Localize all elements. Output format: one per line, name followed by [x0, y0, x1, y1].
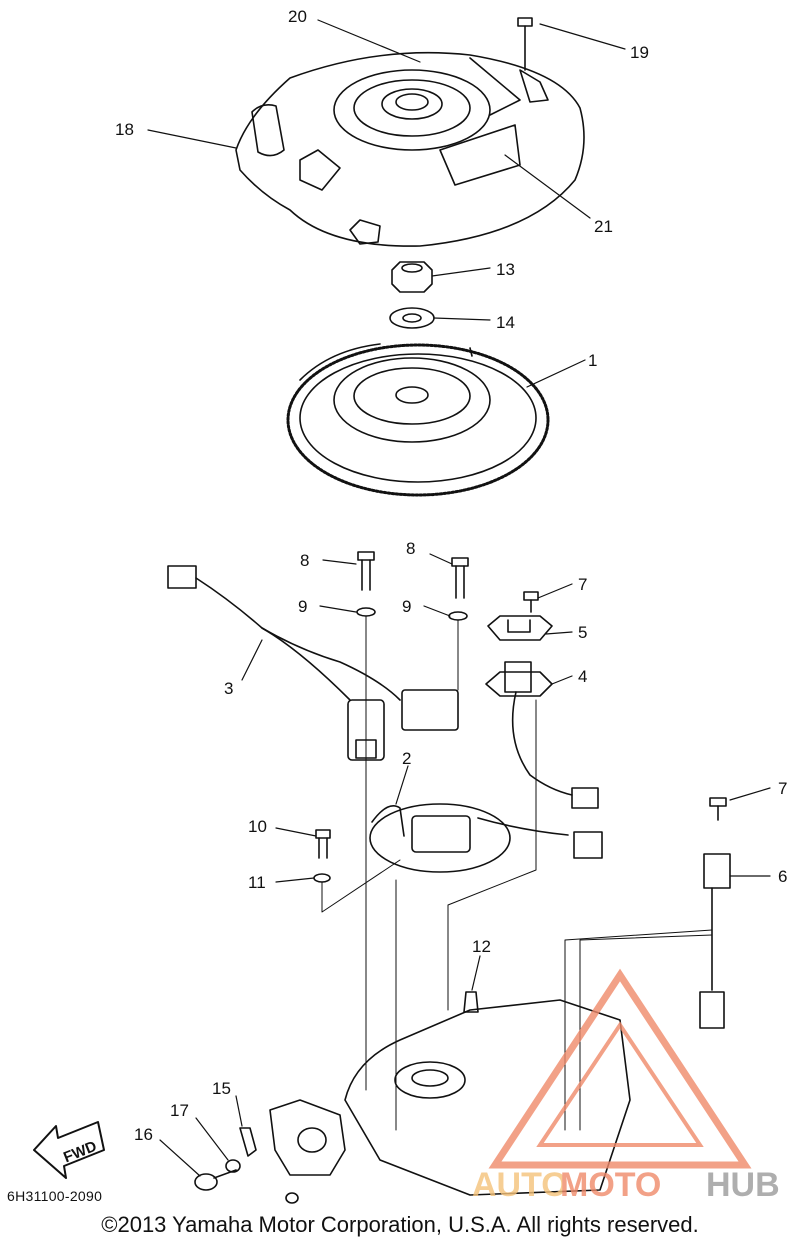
callout-15: 15	[212, 1079, 231, 1098]
flywheel-1	[286, 343, 550, 497]
flywheel-cover	[235, 51, 585, 247]
callout-19: 19	[630, 43, 649, 62]
diagram-part-code: 6H31100-2090	[7, 1188, 103, 1204]
crankcase	[269, 999, 631, 1204]
screw-7b	[709, 797, 727, 821]
washer-9b	[448, 611, 468, 621]
callout-17: 17	[170, 1101, 189, 1120]
watermark-text-hub: HUB	[706, 1166, 780, 1204]
callout-2: 2	[402, 749, 411, 768]
bolt-8b	[451, 557, 469, 599]
screw-19	[517, 17, 533, 71]
watermark-text-auto: AUTO	[472, 1166, 568, 1204]
washer-17	[225, 1159, 241, 1173]
callout-14: 14	[496, 313, 515, 332]
screw-7a	[523, 591, 539, 613]
watermark-text-moto: MOTO	[560, 1166, 661, 1204]
nut-13	[391, 261, 433, 293]
fwd-arrow-icon	[33, 1121, 105, 1179]
callout-12: 12	[472, 937, 491, 956]
callout-6: 6	[778, 867, 787, 886]
assembly-guide-lines	[321, 615, 713, 1131]
fwd-label: FWD	[61, 1138, 99, 1167]
callout-13: 13	[496, 260, 515, 279]
callout-leaders	[147, 19, 771, 1177]
callout-21: 21	[594, 217, 613, 236]
bracket-5	[487, 615, 553, 641]
washer-11	[313, 873, 331, 883]
callout-11: 11	[248, 873, 266, 892]
charge-coil-2	[369, 803, 603, 873]
bolt-16	[194, 1169, 237, 1191]
callout-10: 10	[248, 817, 267, 836]
bolt-8a	[357, 551, 375, 591]
copyright-notice: ©2013 Yamaha Motor Corporation, U.S.A. A…	[101, 1212, 699, 1237]
washer-9a	[356, 607, 376, 617]
callout-1: 1	[588, 351, 597, 370]
callout-4: 4	[578, 667, 587, 686]
callout-8a: 8	[300, 551, 309, 570]
callout-5: 5	[578, 623, 587, 642]
callout-3: 3	[224, 679, 233, 698]
callout-20: 20	[288, 7, 307, 26]
callout-16: 16	[134, 1125, 153, 1144]
sensor-6	[699, 853, 731, 1029]
watermark-logo: AUTO MOTO HUB	[472, 968, 780, 1204]
washer-14	[389, 307, 435, 329]
rectifier-harness-3	[167, 565, 459, 761]
plug-12	[463, 991, 479, 1013]
callout-9b: 9	[402, 597, 411, 616]
bolt-10	[315, 829, 331, 859]
callout-labels: 20 19 18 21 13 14 1 8 8 7 9 9 5 3 4 2 7 …	[115, 7, 787, 1144]
callout-7a: 7	[578, 575, 587, 594]
callout-9a: 9	[298, 597, 307, 616]
callout-18: 18	[115, 120, 134, 139]
clip-15	[239, 1127, 257, 1157]
callout-7b: 7	[778, 779, 787, 798]
callout-8b: 8	[406, 539, 415, 558]
